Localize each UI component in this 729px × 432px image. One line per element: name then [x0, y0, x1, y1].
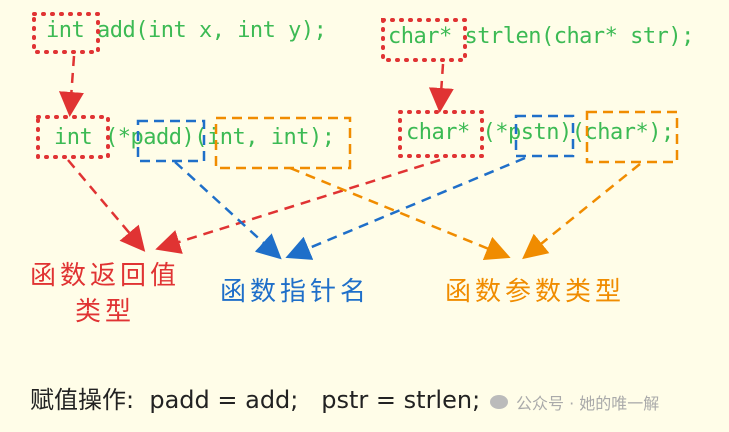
box-pstn-params: [585, 110, 679, 164]
box-strlen-return: [381, 18, 467, 62]
label-return-type: 函数返回值 类型: [10, 258, 200, 330]
strlen-return-type: char*: [388, 24, 452, 49]
add-return-type: int: [46, 18, 85, 43]
pstn-return-type: char*: [406, 120, 470, 145]
padd-close-paren: ): [181, 125, 195, 150]
box-padd-params: [214, 116, 352, 170]
label-return-type-line1: 函数返回值: [29, 261, 180, 291]
pstn-close-paren: ): [558, 120, 572, 145]
label-pointer-name: 函数指针名: [219, 277, 370, 307]
add-signature-rest: add(int x, int y);: [84, 18, 327, 43]
box-padd-name: [136, 119, 206, 163]
box-pstn-return: [398, 110, 484, 158]
label-return-type-line2: 类型: [74, 297, 135, 327]
watermark-text: 公众号 · 她的唯一解: [516, 394, 660, 413]
code-line-add-declaration: int add(int x, int y);: [46, 18, 327, 43]
pstn-ptr-open: (*: [469, 120, 508, 145]
padd-return-type: int: [54, 125, 93, 150]
box-pstn-name: [514, 114, 575, 158]
padd-params: (int, int): [194, 125, 322, 150]
strlen-signature-rest: strlen(char* str);: [451, 24, 694, 49]
assignment-statement: 赋值操作: padd = add; pstr = strlen;: [30, 386, 481, 414]
box-padd-return: [36, 115, 110, 159]
label-param-type: 函数参数类型: [444, 277, 625, 307]
watermark: 公众号 · 她的唯一解: [490, 390, 659, 414]
box-add-return: [32, 12, 100, 54]
pstn-semicolon: ;: [660, 120, 674, 145]
code-line-strlen-declaration: char* strlen(char* str);: [388, 24, 694, 49]
wechat-icon: [490, 395, 508, 409]
padd-semicolon: ;: [321, 125, 335, 150]
